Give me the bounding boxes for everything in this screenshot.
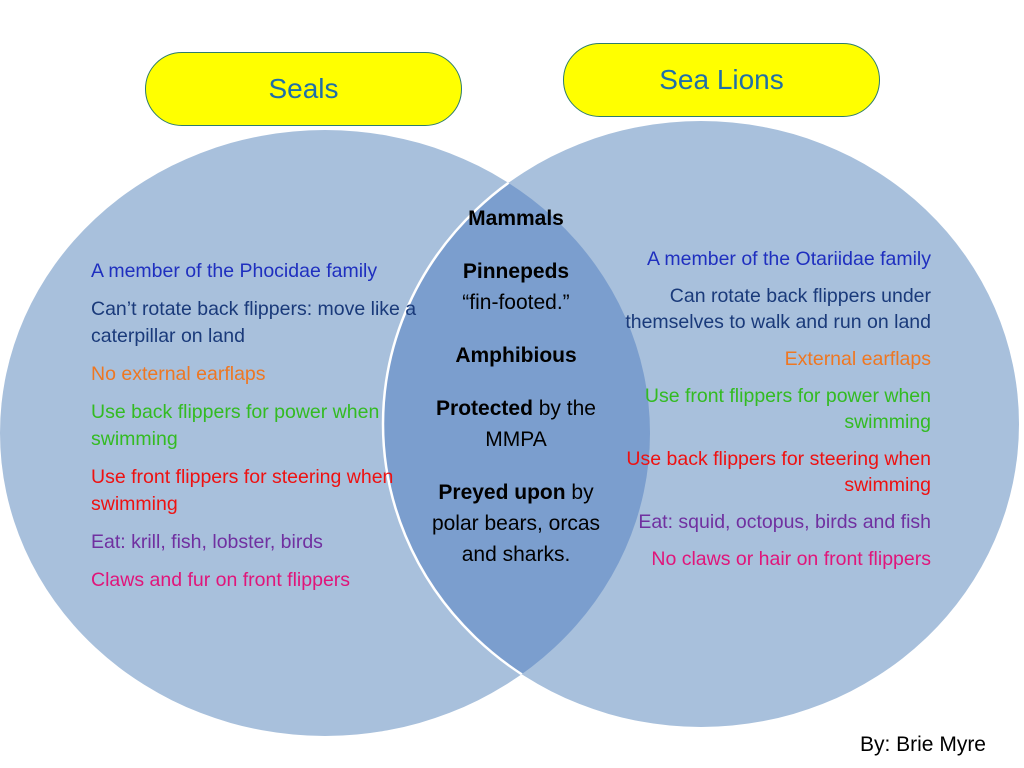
shared-traits: Mammals Pinnepeds“fin-footed.” Amphibiou… [426,203,606,592]
seals-fact: Use front flippers for steering when swi… [91,466,394,515]
shared-protected: Protected by the MMPA [436,397,596,451]
seals-title: Seals [268,73,339,104]
seals-facts: A member of the Phocidae family Can’t ro… [91,258,466,605]
shared-pinnepeds: Pinnepeds“fin-footed.” [462,260,570,314]
sea-lions-fact: No claws or hair on front flippers [651,548,931,570]
seals-fact: No external earflaps [91,363,266,385]
shared-mammals: Mammals [468,207,564,230]
seals-fact: Eat: krill, fish, lobster, birds [91,531,323,553]
sea-lions-fact: Use back flippers for steering when swim… [626,448,931,496]
sea-lions-fact: Eat: squid, octopus, birds and fish [638,511,931,533]
overlap-region [383,130,650,727]
shared-predators: Preyed upon by polar bears, orcas and sh… [431,481,601,566]
sea-lions-fact: Use front flippers for power when swimmi… [644,385,931,433]
shared-amphibious: Amphibious [455,344,577,367]
seals-fact: Can’t rotate back flippers: move like a … [91,298,417,347]
seals-title-pill: Seals [145,52,462,126]
sea-lions-fact: External earflaps [784,348,931,370]
sea-lions-title-pill: Sea Lions [563,43,880,117]
seals-fact: A member of the Phocidae family [91,260,378,282]
sea-lions-fact: Can rotate back flippers under themselve… [625,285,931,333]
sea-lions-circle-outline [381,130,650,729]
sea-lions-facts: A member of the Otariidae family Can rot… [578,246,931,583]
sea-lions-fact: A member of the Otariidae family [647,248,931,270]
author-byline: By: Brie Myre [859,733,986,756]
sea-lions-title: Sea Lions [659,64,784,95]
seals-fact: Claws and fur on front flippers [91,569,351,591]
seals-fact: Use back flippers for power when swimmin… [91,401,380,450]
